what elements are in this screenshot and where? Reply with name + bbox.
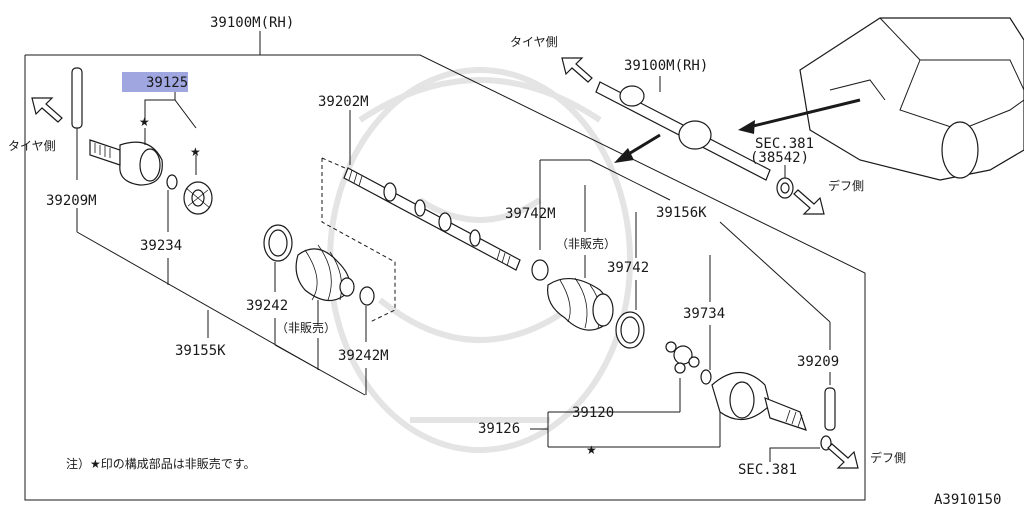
label-sec381-bottom[interactable]: SEC.381 (738, 462, 797, 478)
part-39202m-shaft (343, 110, 521, 271)
label-not-sold-2: （非販売） (556, 236, 616, 251)
arrow-outline-icon (561, 57, 593, 83)
label-39126[interactable]: 39126 (478, 421, 520, 437)
inset-vehicle (799, 17, 1024, 181)
arrow-outline-icon (793, 189, 825, 215)
part-inner-race (183, 181, 213, 215)
label-tire-side-left: タイヤ側 (8, 139, 56, 153)
part-outer-boot (295, 244, 355, 370)
part-39734-snap-ring (700, 369, 712, 385)
inset-drive-shaft (595, 81, 794, 199)
highlight-box (122, 72, 188, 92)
label-39209m[interactable]: 39209M (46, 193, 97, 209)
diagram-frame (24, 31, 866, 501)
label-39209[interactable]: 39209 (797, 354, 839, 370)
part-boot-band-39242m (359, 286, 375, 395)
star-icon: ★ (586, 443, 597, 457)
part-tripod-joint (665, 341, 700, 412)
part-boot-band-39242 (263, 224, 293, 345)
label-sec381-inset[interactable]: SEC.381 (755, 136, 814, 152)
label-tire-side-top: タイヤ側 (510, 35, 558, 49)
part-39209-boot-band (820, 387, 836, 451)
bracket-39125 (144, 92, 197, 175)
footnote: 注）★印の構成部品は非販売です。 (66, 456, 256, 471)
label-sec381-inset-ref[interactable]: (38542) (750, 150, 809, 166)
label-39242m[interactable]: 39242M (338, 348, 389, 364)
leader-sec381-bottom (769, 447, 820, 462)
drawing-id: A3910150 (934, 492, 1001, 508)
label-39100m-rh-inset[interactable]: 39100M(RH) (624, 58, 708, 74)
part-39742-band (615, 311, 645, 349)
part-39742m-band (531, 259, 549, 281)
star-icon: ★ (190, 145, 201, 159)
label-39156k[interactable]: 39156K (656, 205, 707, 221)
label-not-sold-1: （非販売） (276, 320, 336, 335)
star-icon: ★ (139, 115, 150, 129)
label-diff-side-bottom: デフ側 (870, 450, 906, 465)
boot-kit-dashed-box (321, 158, 396, 323)
part-outer-joint (89, 139, 163, 186)
part-inner-boot (547, 277, 614, 331)
label-39742m[interactable]: 39742M (505, 206, 556, 222)
label-39155k[interactable]: 39155K (175, 343, 226, 359)
pointer-arrow (614, 98, 861, 163)
part-inner-housing (711, 372, 807, 447)
label-diff-side-inset: デフ側 (828, 178, 864, 193)
label-39100m-rh[interactable]: 39100M(RH) (210, 15, 294, 31)
label-39242[interactable]: 39242 (246, 298, 288, 314)
arrow-outline-icon (827, 443, 859, 469)
part-39234-snap-ring (166, 174, 178, 285)
label-39120[interactable]: 39120 (572, 405, 614, 421)
label-39742[interactable]: 39742 (607, 260, 649, 276)
bracket-39120-39126 (530, 411, 720, 448)
arrow-outline-icon (31, 97, 63, 123)
bracket-39155k (207, 310, 366, 396)
label-39125[interactable]: 39125 (146, 75, 188, 91)
label-39202m[interactable]: 39202M (318, 94, 369, 110)
label-39234[interactable]: 39234 (140, 238, 182, 254)
right-group-lines (539, 159, 831, 385)
dashed-line (321, 157, 346, 169)
label-39734[interactable]: 39734 (683, 306, 725, 322)
